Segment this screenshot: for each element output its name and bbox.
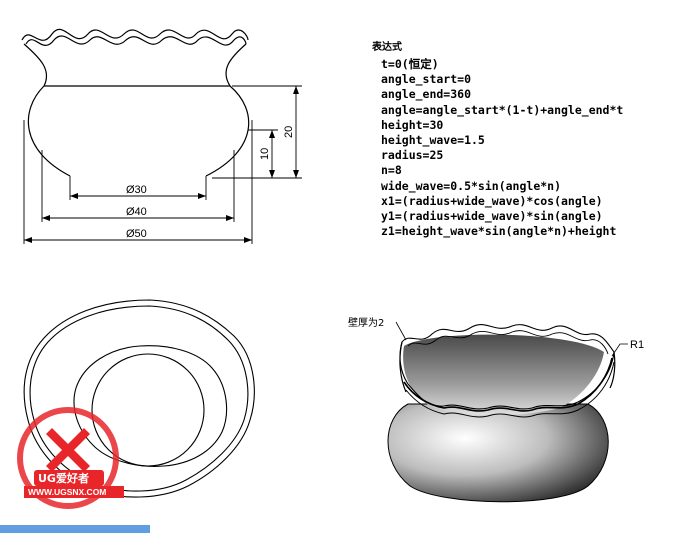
watermark-logo: UG爱好者 WWW.UGSNX.COM <box>0 407 150 533</box>
leader-lines <box>395 321 628 357</box>
bowl-rim-front <box>403 357 613 412</box>
top-view <box>23 299 255 498</box>
neck-left <box>23 43 48 87</box>
dim-d40-label: Ø40 <box>126 206 147 218</box>
rim-inner-wave <box>25 35 247 46</box>
dim-h10-label: 10 <box>259 148 271 160</box>
expression-line: height_wave=1.5 <box>381 133 485 148</box>
neck-right <box>225 43 247 87</box>
expression-line: z1=height_wave*sin(angle*n)+height <box>381 224 617 239</box>
dimension-lines <box>23 85 302 244</box>
shaded-3d-view <box>387 324 616 503</box>
dim-d50-label: Ø50 <box>126 228 147 240</box>
expression-line: angle_start=0 <box>381 72 472 87</box>
rim-outer-wave <box>21 28 249 41</box>
top-outer-wave-1 <box>23 299 255 498</box>
expression-line: angle_end=360 <box>381 87 472 102</box>
dimension-labels: Ø30 Ø40 Ø50 20 10 <box>126 126 295 240</box>
body-right <box>205 85 250 177</box>
dim-d30-label: Ø30 <box>126 184 147 196</box>
expression-line: wide_wave=0.5*sin(angle*n) <box>381 178 562 193</box>
wall-thickness-label: 壁厚为2 <box>348 316 384 329</box>
top-rim-wave <box>73 345 228 467</box>
expression-title: 表达式 <box>372 42 402 53</box>
expression-line: radius=25 <box>381 148 444 163</box>
dimension-arrows <box>24 86 299 243</box>
expression-line: y1=(radius+wide_wave)*sin(angle) <box>381 209 603 224</box>
body-left <box>27 85 71 177</box>
watermark-brand: UG爱好者 <box>38 471 89 485</box>
expression-line: t=0(恒定) <box>381 57 439 71</box>
bowl-rim-inner <box>407 330 609 355</box>
bowl-interior <box>403 334 604 416</box>
expression-line: height=30 <box>381 117 444 132</box>
top-outer-wave-2 <box>29 305 249 492</box>
expression-line: angle=angle_start*(1-t)+angle_end*t <box>381 102 624 117</box>
bowl-rim-front-2 <box>405 361 615 418</box>
bowl-body <box>387 403 609 503</box>
expression-line: n=8 <box>381 163 402 178</box>
expression-line: x1=(radius+wide_wave)*cos(angle) <box>381 193 603 208</box>
watermark-url: WWW.UGSNX.COM <box>28 487 106 497</box>
fillet-radius-label: R1 <box>630 339 644 351</box>
front-view <box>21 28 250 177</box>
dim-h20-label: 20 <box>283 126 295 138</box>
top-inner-circle <box>91 353 205 467</box>
